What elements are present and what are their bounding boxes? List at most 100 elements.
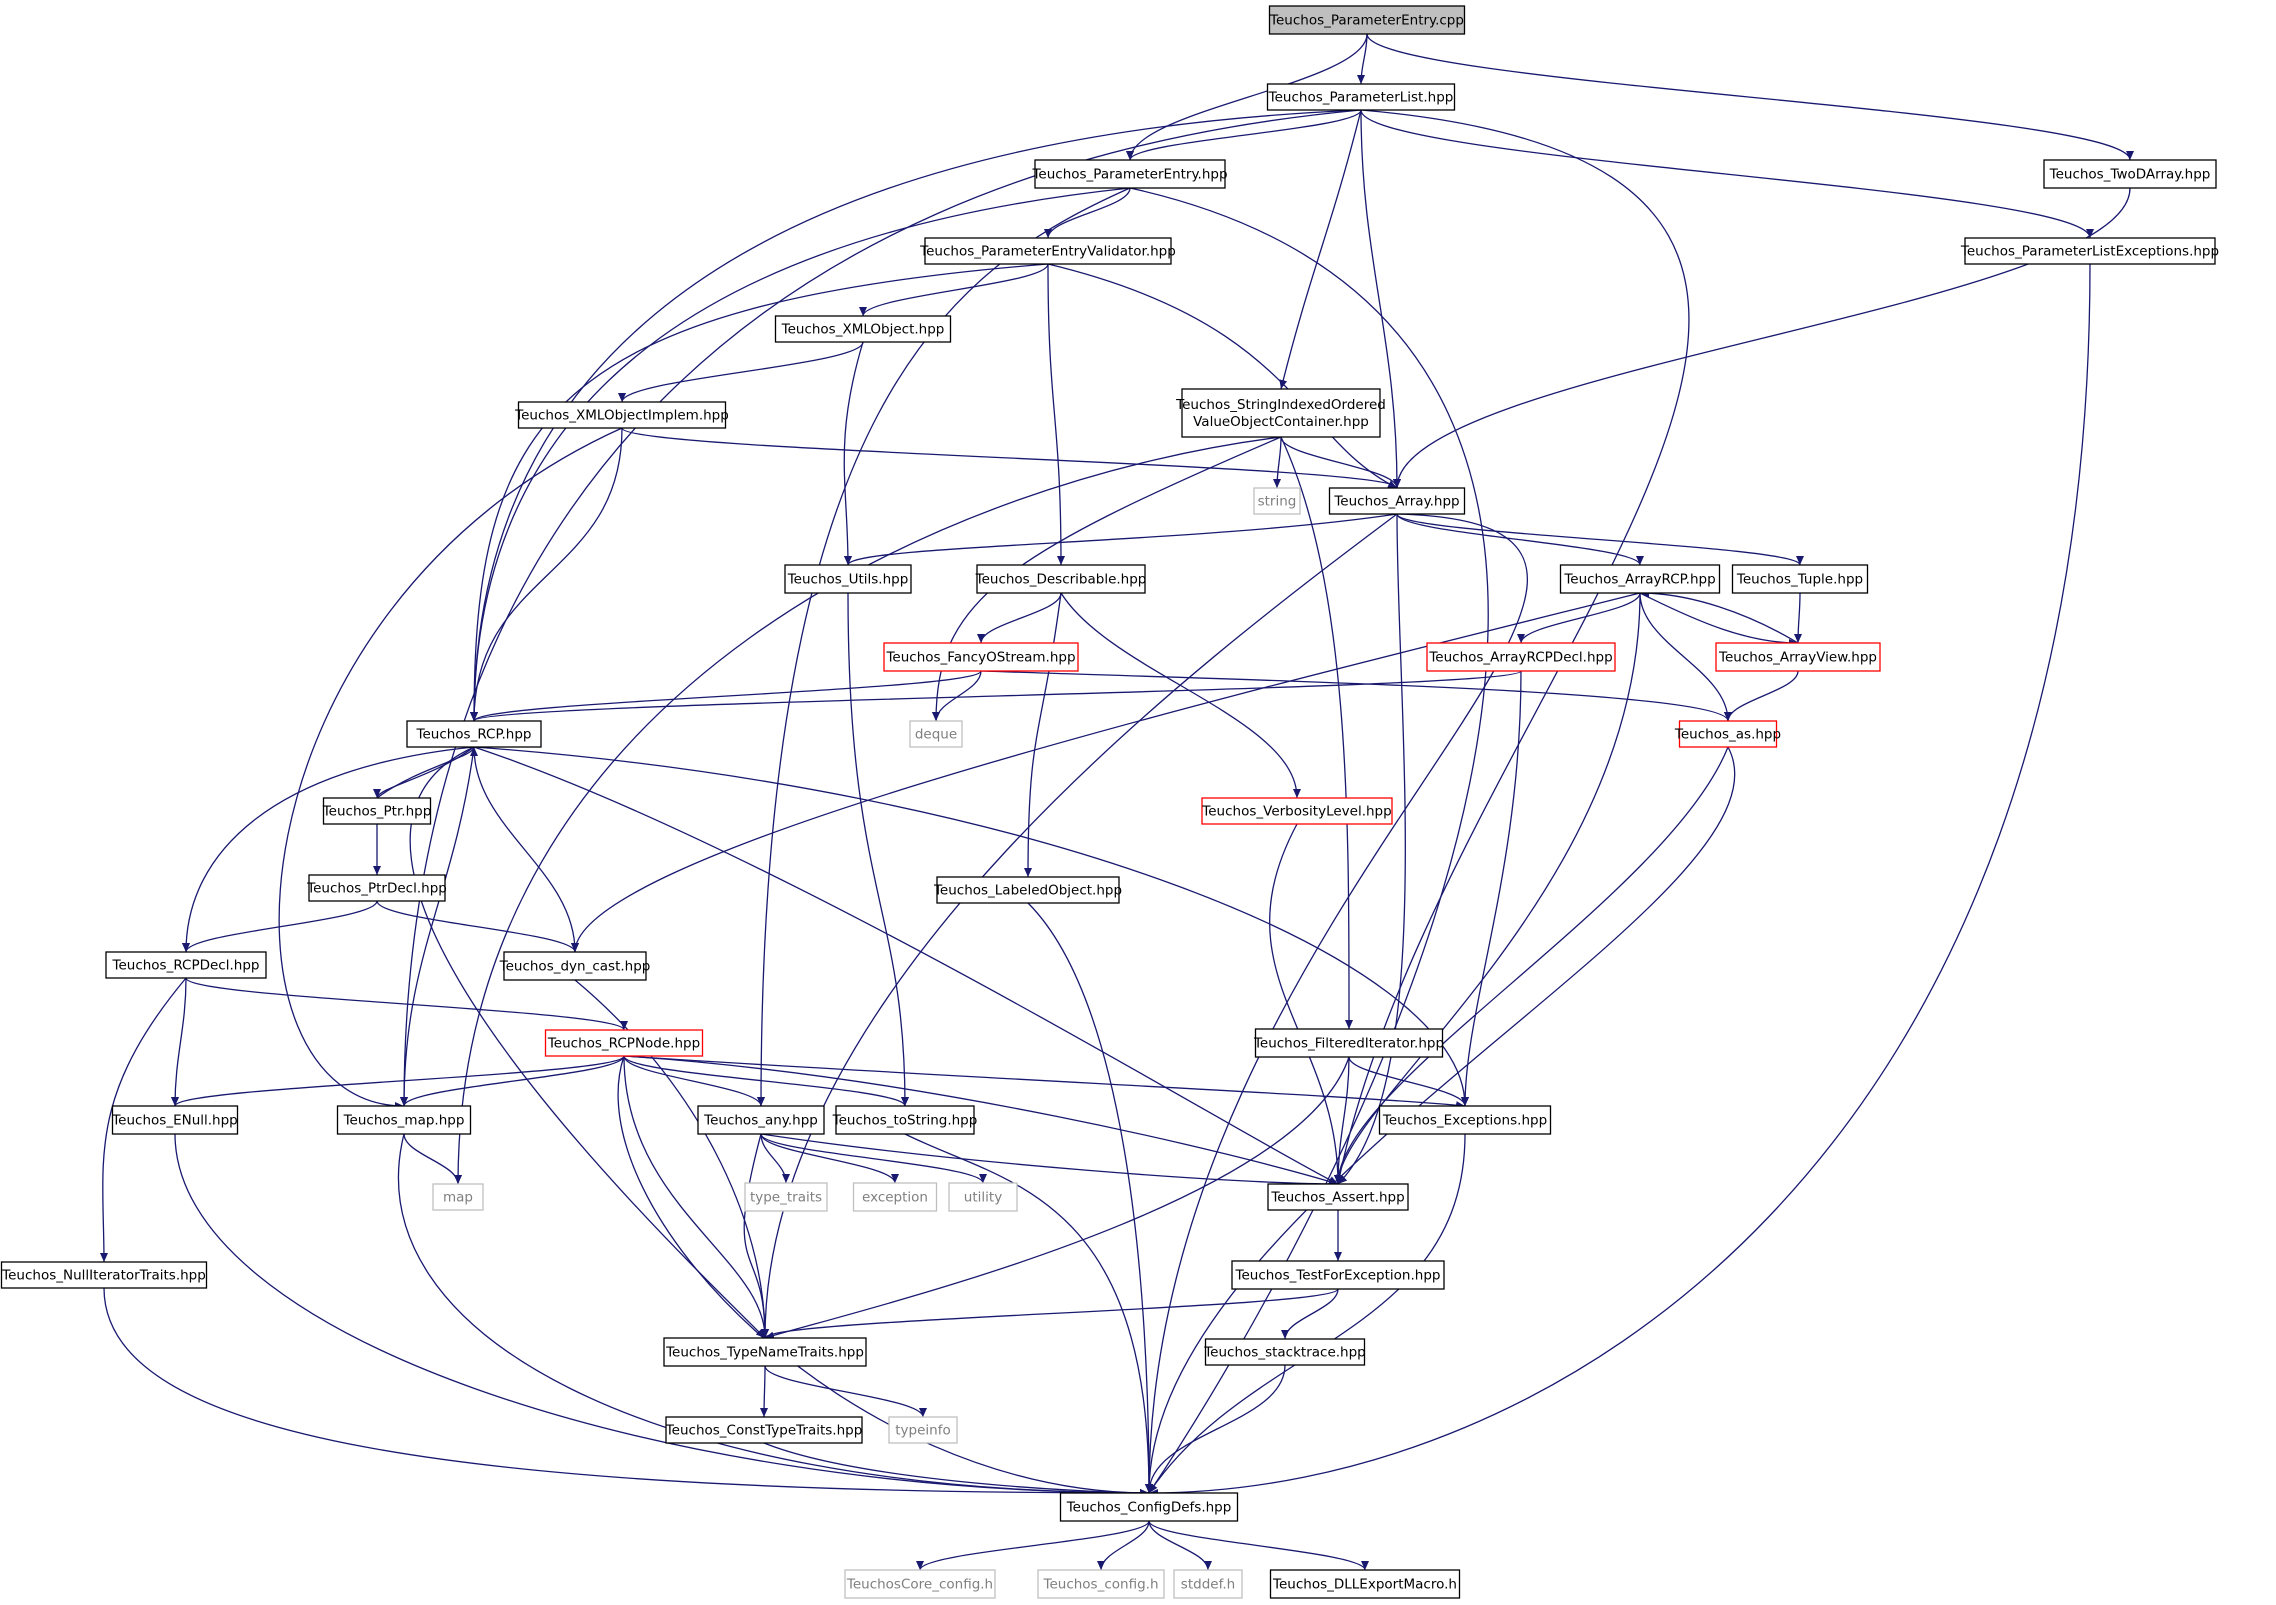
edge-enull-to-cdefs bbox=[174, 1133, 1150, 1497]
node-label: Teuchos_TestForException.hpp bbox=[1235, 1268, 1441, 1284]
node-rcpd[interactable]: Teuchos_RCPDecl.hpp bbox=[105, 951, 267, 979]
node-label: Teuchos_VerbosityLevel.hpp bbox=[1201, 804, 1391, 820]
node-label: Teuchos_Ptr.hpp bbox=[322, 804, 432, 820]
node-util: utility bbox=[948, 1182, 1018, 1212]
node-label: Teuchos_ParameterEntry.hpp bbox=[1031, 167, 1227, 183]
node-as[interactable]: Teuchos_as.hpp bbox=[1674, 720, 1781, 748]
node-label: Teuchos_ParameterEntryValidator.hpp bbox=[919, 244, 1176, 260]
edge-rcpn-to-map_h bbox=[400, 1055, 625, 1107]
edge-rcpd-to-enull bbox=[171, 977, 187, 1107]
node-verb[interactable]: Teuchos_VerbosityLevel.hpp bbox=[1201, 797, 1393, 825]
node-xmlobj[interactable]: Teuchos_XMLObject.hpp bbox=[774, 315, 952, 343]
edge-exc-to-cdefs bbox=[1148, 1133, 1466, 1494]
node-label: Teuchos_as.hpp bbox=[1674, 727, 1781, 743]
node-label: type_traits bbox=[750, 1190, 822, 1206]
node-aview[interactable]: Teuchos_ArrayView.hpp bbox=[1715, 642, 1881, 672]
node-stack[interactable]: Teuchos_stacktrace.hpp bbox=[1203, 1338, 1366, 1366]
edge-plist-to-pentry bbox=[1126, 109, 1362, 161]
edge-xmlimpl-to-array bbox=[621, 427, 1401, 489]
edge-rcpd-to-rcpn bbox=[185, 977, 628, 1031]
node-label: Teuchos_ParameterEntry.cpp bbox=[1269, 13, 1464, 29]
node-label: Teuchos_config.h bbox=[1043, 1577, 1159, 1593]
node-rcpn[interactable]: Teuchos_RCPNode.hpp bbox=[544, 1029, 704, 1057]
node-xmlimpl[interactable]: Teuchos_XMLObjectImplem.hpp bbox=[514, 401, 729, 429]
node-array[interactable]: Teuchos_Array.hpp bbox=[1328, 487, 1466, 515]
edge-fancy-to-deque bbox=[932, 670, 982, 722]
edge-map_h-to-map bbox=[403, 1133, 462, 1185]
node-descr[interactable]: Teuchos_Describable.hpp bbox=[975, 564, 1147, 594]
edge-dyn-to-tnt bbox=[574, 979, 769, 1339]
node-plistex[interactable]: Teuchos_ParameterListExceptions.hpp bbox=[1960, 237, 2219, 265]
node-dll[interactable]: Teuchos_DLLExportMacro.h bbox=[1269, 1569, 1461, 1599]
node-ptrd[interactable]: Teuchos_PtrDecl.hpp bbox=[306, 874, 447, 902]
node-any[interactable]: Teuchos_any.hpp bbox=[697, 1105, 825, 1135]
node-label: Teuchos_toString.hpp bbox=[832, 1113, 978, 1129]
node-utils[interactable]: Teuchos_Utils.hpp bbox=[784, 564, 912, 594]
edge-arcp-to-aview bbox=[1639, 592, 1799, 647]
node-filt[interactable]: Teuchos_FilteredIterator.hpp bbox=[1253, 1028, 1444, 1058]
edge-filt-to-tnt bbox=[764, 1056, 1350, 1340]
edge-descr-to-verb bbox=[1060, 592, 1301, 799]
node-label: Teuchos_ArrayView.hpp bbox=[1718, 650, 1877, 666]
node-root[interactable]: Teuchos_ParameterEntry.cpp bbox=[1268, 5, 1466, 35]
node-plist[interactable]: Teuchos_ParameterList.hpp bbox=[1266, 83, 1456, 111]
edge-tfe-to-tnt bbox=[761, 1288, 1339, 1339]
edge-pentry-to-rcp bbox=[470, 187, 1131, 722]
node-label: Teuchos_ArrayRCP.hpp bbox=[1563, 572, 1715, 588]
node-tuple[interactable]: Teuchos_Tuple.hpp bbox=[1731, 564, 1869, 594]
node-label: Teuchos_PtrDecl.hpp bbox=[306, 881, 447, 897]
edge-any-to-assert bbox=[760, 1133, 1339, 1188]
node-pentry[interactable]: Teuchos_ParameterEntry.hpp bbox=[1031, 159, 1228, 189]
node-label: Teuchos_StringIndexedOrdered bbox=[1175, 397, 1386, 413]
node-sio[interactable]: Teuchos_StringIndexedOrderedValueObjectC… bbox=[1175, 388, 1386, 438]
edge-labeled-to-cdefs bbox=[1027, 902, 1153, 1494]
node-cdefs[interactable]: Teuchos_ConfigDefs.hpp bbox=[1059, 1492, 1239, 1522]
node-label: string bbox=[1258, 494, 1297, 510]
edge-rcpn-to-tostr bbox=[623, 1055, 909, 1107]
node-tfe[interactable]: Teuchos_TestForException.hpp bbox=[1231, 1260, 1445, 1290]
edge-descr-to-labeled bbox=[1024, 592, 1062, 878]
edge-fancy-to-as bbox=[980, 670, 1732, 722]
edge-pev-to-xmlobj bbox=[859, 263, 1049, 317]
edge-rcpn-to-any bbox=[623, 1055, 765, 1107]
node-tt: type_traits bbox=[744, 1182, 828, 1212]
node-twod[interactable]: Teuchos_TwoDArray.hpp bbox=[2043, 159, 2217, 189]
node-exc[interactable]: Teuchos_Exceptions.hpp bbox=[1378, 1105, 1552, 1135]
edge-arcpd-to-rcp bbox=[470, 670, 1522, 722]
node-label: Teuchos_dyn_cast.hpp bbox=[499, 959, 651, 975]
edge-rcp-to-rcpd bbox=[182, 746, 475, 953]
edge-ptrd-to-dyn bbox=[376, 900, 579, 953]
edge-ptr-to-rcp bbox=[376, 746, 478, 799]
edge-any-to-excp bbox=[760, 1133, 899, 1184]
node-nullit[interactable]: Teuchos_NullIteratorTraits.hpp bbox=[0, 1261, 208, 1289]
node-dyn[interactable]: Teuchos_dyn_cast.hpp bbox=[499, 951, 651, 981]
node-pev[interactable]: Teuchos_ParameterEntryValidator.hpp bbox=[919, 237, 1176, 265]
node-label: Teuchos_ENull.hpp bbox=[111, 1113, 238, 1129]
node-label: Teuchos_ConstTypeTraits.hpp bbox=[665, 1423, 863, 1439]
node-tnt[interactable]: Teuchos_TypeNameTraits.hpp bbox=[663, 1337, 867, 1367]
node-map_h[interactable]: Teuchos_map.hpp bbox=[336, 1105, 472, 1135]
node-arcpd[interactable]: Teuchos_ArrayRCPDecl.hpp bbox=[1426, 642, 1616, 672]
node-ptr[interactable]: Teuchos_Ptr.hpp bbox=[322, 797, 432, 825]
node-fancy[interactable]: Teuchos_FancyOStream.hpp bbox=[883, 642, 1079, 672]
edge-twod-to-array bbox=[1393, 187, 2131, 489]
node-rcp[interactable]: Teuchos_RCP.hpp bbox=[406, 720, 542, 748]
edge-array-to-cdefs bbox=[1145, 513, 1529, 1494]
node-assert[interactable]: Teuchos_Assert.hpp bbox=[1267, 1183, 1409, 1211]
node-label: ValueObjectContainer.hpp bbox=[1193, 414, 1369, 430]
edge-as-to-assert bbox=[1334, 746, 1729, 1185]
edge-any-to-tnt bbox=[743, 1133, 769, 1339]
node-arcp[interactable]: Teuchos_ArrayRCP.hpp bbox=[1559, 564, 1721, 594]
edge-sio-to-string bbox=[1273, 436, 1282, 489]
edge-verb-to-assert bbox=[1269, 823, 1342, 1185]
edge-aview-to-arcp bbox=[1639, 589, 1799, 644]
node-label: Teuchos_LabeledObject.hpp bbox=[933, 883, 1122, 899]
node-label: Teuchos_RCPDecl.hpp bbox=[112, 958, 260, 974]
edge-pentry-to-pev bbox=[1044, 187, 1131, 239]
node-ctt[interactable]: Teuchos_ConstTypeTraits.hpp bbox=[665, 1416, 863, 1444]
node-label: Teuchos_ParameterListExceptions.hpp bbox=[1960, 244, 2219, 260]
edge-fancy-to-rcp bbox=[470, 670, 982, 722]
node-tostr[interactable]: Teuchos_toString.hpp bbox=[832, 1105, 978, 1135]
node-labeled[interactable]: Teuchos_LabeledObject.hpp bbox=[933, 876, 1122, 904]
node-enull[interactable]: Teuchos_ENull.hpp bbox=[111, 1105, 239, 1135]
